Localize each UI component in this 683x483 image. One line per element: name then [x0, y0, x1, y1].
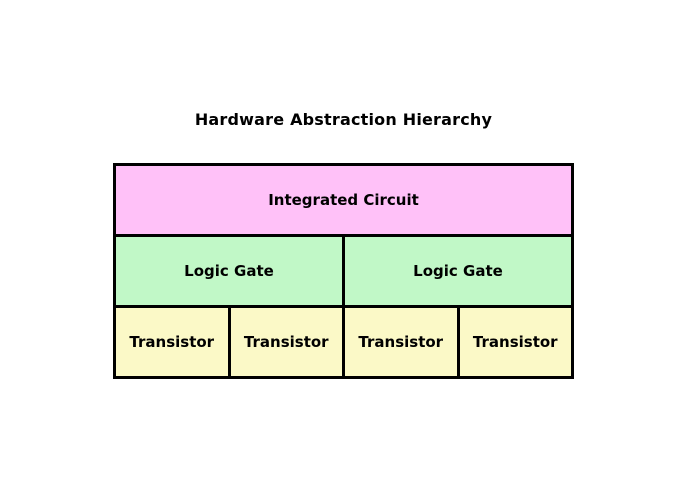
transistor-level: Transistor Transistor Transistor Transis… — [116, 308, 571, 376]
transistor-box-3: Transistor — [342, 308, 457, 376]
logic-gate-level: Logic Gate Logic Gate — [116, 237, 571, 308]
logic-gate-box-2: Logic Gate — [342, 237, 571, 305]
integrated-circuit-level: Integrated Circuit — [116, 166, 571, 237]
transistor-box-4: Transistor — [456, 308, 571, 376]
transistor-box-2: Transistor — [227, 308, 342, 376]
hierarchy-diagram: Integrated Circuit Logic Gate Logic Gate… — [113, 163, 574, 379]
diagram-title: Hardware Abstraction Hierarchy — [194, 110, 493, 129]
transistor-box-1: Transistor — [116, 308, 228, 376]
logic-gate-box-1: Logic Gate — [116, 237, 342, 305]
integrated-circuit-box: Integrated Circuit — [116, 166, 571, 234]
